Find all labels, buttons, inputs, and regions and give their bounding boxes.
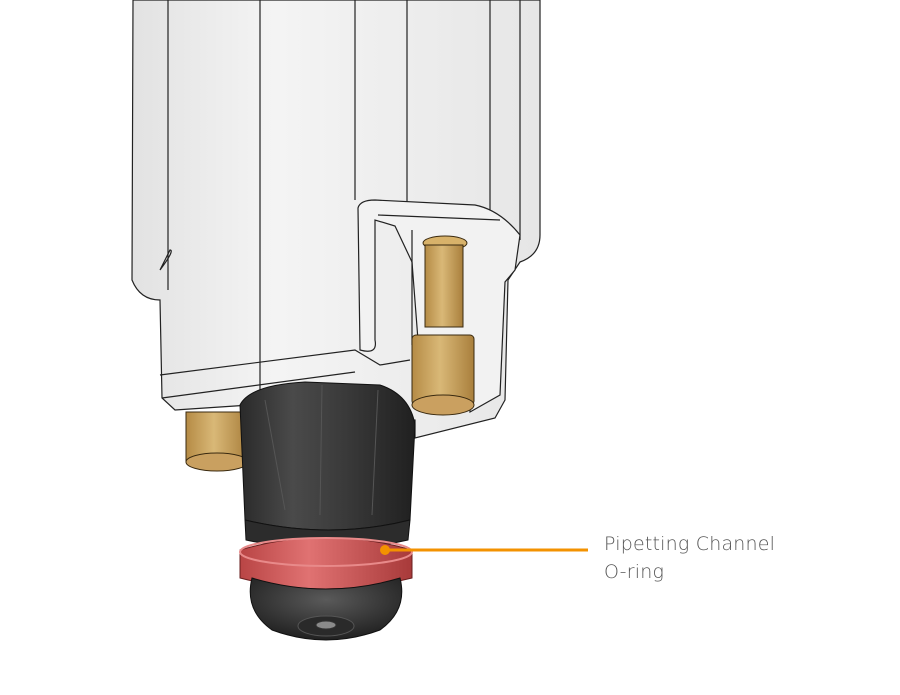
callout-leader-dot: [380, 545, 390, 555]
nozzle-tip: [249, 577, 403, 641]
callout-label-line2: O-ring: [604, 561, 665, 583]
callout-label-line1: Pipetting Channel: [604, 533, 776, 555]
callout-label: Pipetting Channel O-ring: [604, 530, 775, 586]
nozzle-body: [239, 381, 416, 550]
brass-pin-upper: [411, 235, 475, 416]
brass-stud-left: [185, 411, 249, 472]
o-ring: [239, 537, 413, 590]
